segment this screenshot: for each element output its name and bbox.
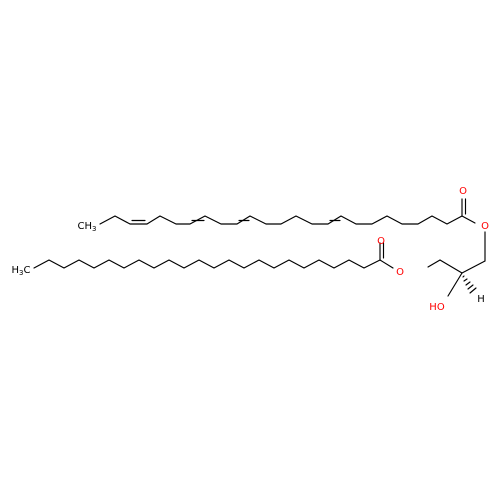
bottom-ester-bond bbox=[379, 259, 394, 269]
glycerol-bond-ch2-o bbox=[427, 259, 441, 268]
glycerol-bond-ch2-ch bbox=[461, 260, 486, 274]
bottom-chain-backbone bbox=[33, 259, 381, 269]
top-acyl-chain bbox=[99, 198, 476, 225]
top-chain-backbone bbox=[99, 215, 463, 225]
top-methyl-label: CH3 bbox=[78, 221, 97, 233]
stereo-hydrogen-label: H bbox=[477, 294, 485, 305]
glycerol-backbone bbox=[427, 231, 486, 297]
bottom-ester-oxygen: O bbox=[396, 267, 404, 278]
glycerol-bond-ch-oh bbox=[447, 272, 463, 297]
stereo-wedge bbox=[462, 275, 477, 294]
glycerol-bond-ch-ch2 bbox=[439, 259, 463, 274]
top-ester-bond bbox=[461, 215, 476, 224]
top-carbonyl-oxygen: O bbox=[459, 186, 467, 197]
bottom-carbonyl-oxygen: O bbox=[377, 236, 385, 247]
bottom-methyl-label: H3C bbox=[12, 265, 31, 277]
bottom-acyl-chain bbox=[33, 242, 394, 269]
top-ester-oxygen: O bbox=[481, 221, 489, 232]
hydroxyl-label: HO bbox=[429, 302, 445, 313]
